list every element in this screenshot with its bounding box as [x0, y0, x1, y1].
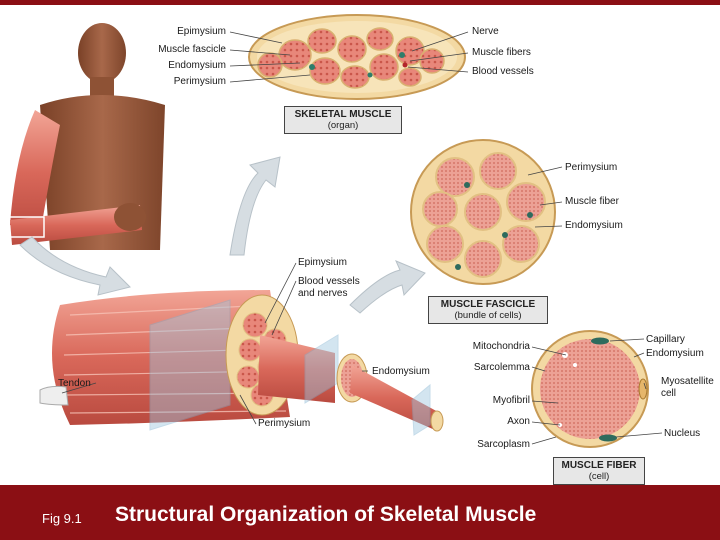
caption-muscle-fiber-title: MUSCLE FIBER — [561, 460, 637, 471]
figure-label: Fig 9.1 — [42, 511, 82, 526]
human-figure — [7, 23, 165, 250]
caption-skeletal-muscle: SKELETAL MUSCLE (organ) — [284, 106, 402, 134]
caption-muscle-fascicle: MUSCLE FASCICLE (bundle of cells) — [428, 296, 548, 324]
caption-muscle-fiber: MUSCLE FIBER (cell) — [553, 457, 645, 485]
label-endomysium-fiber: Endomysium — [646, 348, 704, 359]
label-muscle-fiber: Muscle fiber — [565, 196, 619, 207]
label-myofibril: Myofibril — [492, 395, 530, 406]
label-nucleus: Nucleus — [664, 428, 701, 439]
caption-muscle-fascicle-title: MUSCLE FASCICLE — [440, 299, 536, 310]
label-blood-vessels-bundle: Blood vessels — [298, 276, 360, 287]
label-perimysium-organ: Perimysium — [173, 76, 226, 87]
skeletal-muscle-cross-section — [248, 14, 466, 100]
slide-title: Structural Organization of Skeletal Musc… — [115, 503, 537, 526]
footer-bar: Fig 9.1 Structural Organization of Skele… — [0, 485, 720, 540]
fascicle-cross-section — [410, 139, 556, 285]
caption-skeletal-muscle-sub: (organ) — [327, 120, 359, 131]
muscle-bundle-illustration — [39, 290, 444, 436]
label-tendon: Tendon — [58, 378, 91, 389]
label-sarcoplasm: Sarcoplasm — [477, 439, 530, 450]
label-endomysium-fascicle: Endomysium — [565, 220, 623, 231]
caption-muscle-fascicle-sub: (bundle of cells) — [454, 310, 522, 321]
zoom-arrows — [19, 156, 426, 314]
label-and-nerves: and nerves — [298, 288, 348, 299]
label-myosatellite: Myosatellite — [661, 376, 714, 387]
label-perimysium-bundle: Perimysium — [258, 418, 311, 429]
label-epimysium-bundle: Epimysium — [298, 257, 347, 268]
label-capillary: Capillary — [646, 334, 685, 345]
label-endomysium-bundle: Endomysium — [372, 366, 430, 377]
label-muscle-fibers: Muscle fibers — [472, 47, 531, 58]
label-muscle-fascicle: Muscle fascicle — [158, 44, 226, 55]
caption-muscle-fiber-sub: (cell) — [588, 471, 610, 482]
label-myosatellite-cell: cell — [661, 388, 677, 399]
label-epimysium-organ: Epimysium — [177, 26, 226, 37]
caption-skeletal-muscle-title: SKELETAL MUSCLE — [294, 109, 392, 120]
muscle-fiber-cross-section — [531, 330, 649, 448]
label-blood-vessels: Blood vessels — [472, 66, 534, 77]
label-axon: Axon — [507, 416, 530, 427]
label-endomysium-organ: Endomysium — [168, 60, 226, 71]
top-accent-bar — [0, 0, 720, 5]
leader-lines — [61, 31, 663, 445]
label-perimysium-fascicle: Perimysium — [565, 162, 618, 173]
label-sarcolemma: Sarcolemma — [473, 362, 530, 373]
diagram-area: Epimysium Muscle fascicle Endomysium Per… — [0, 5, 720, 485]
label-nerve: Nerve — [472, 26, 499, 37]
muscle-illustration — [7, 14, 663, 448]
label-mitochondria: Mitochondria — [472, 341, 530, 352]
